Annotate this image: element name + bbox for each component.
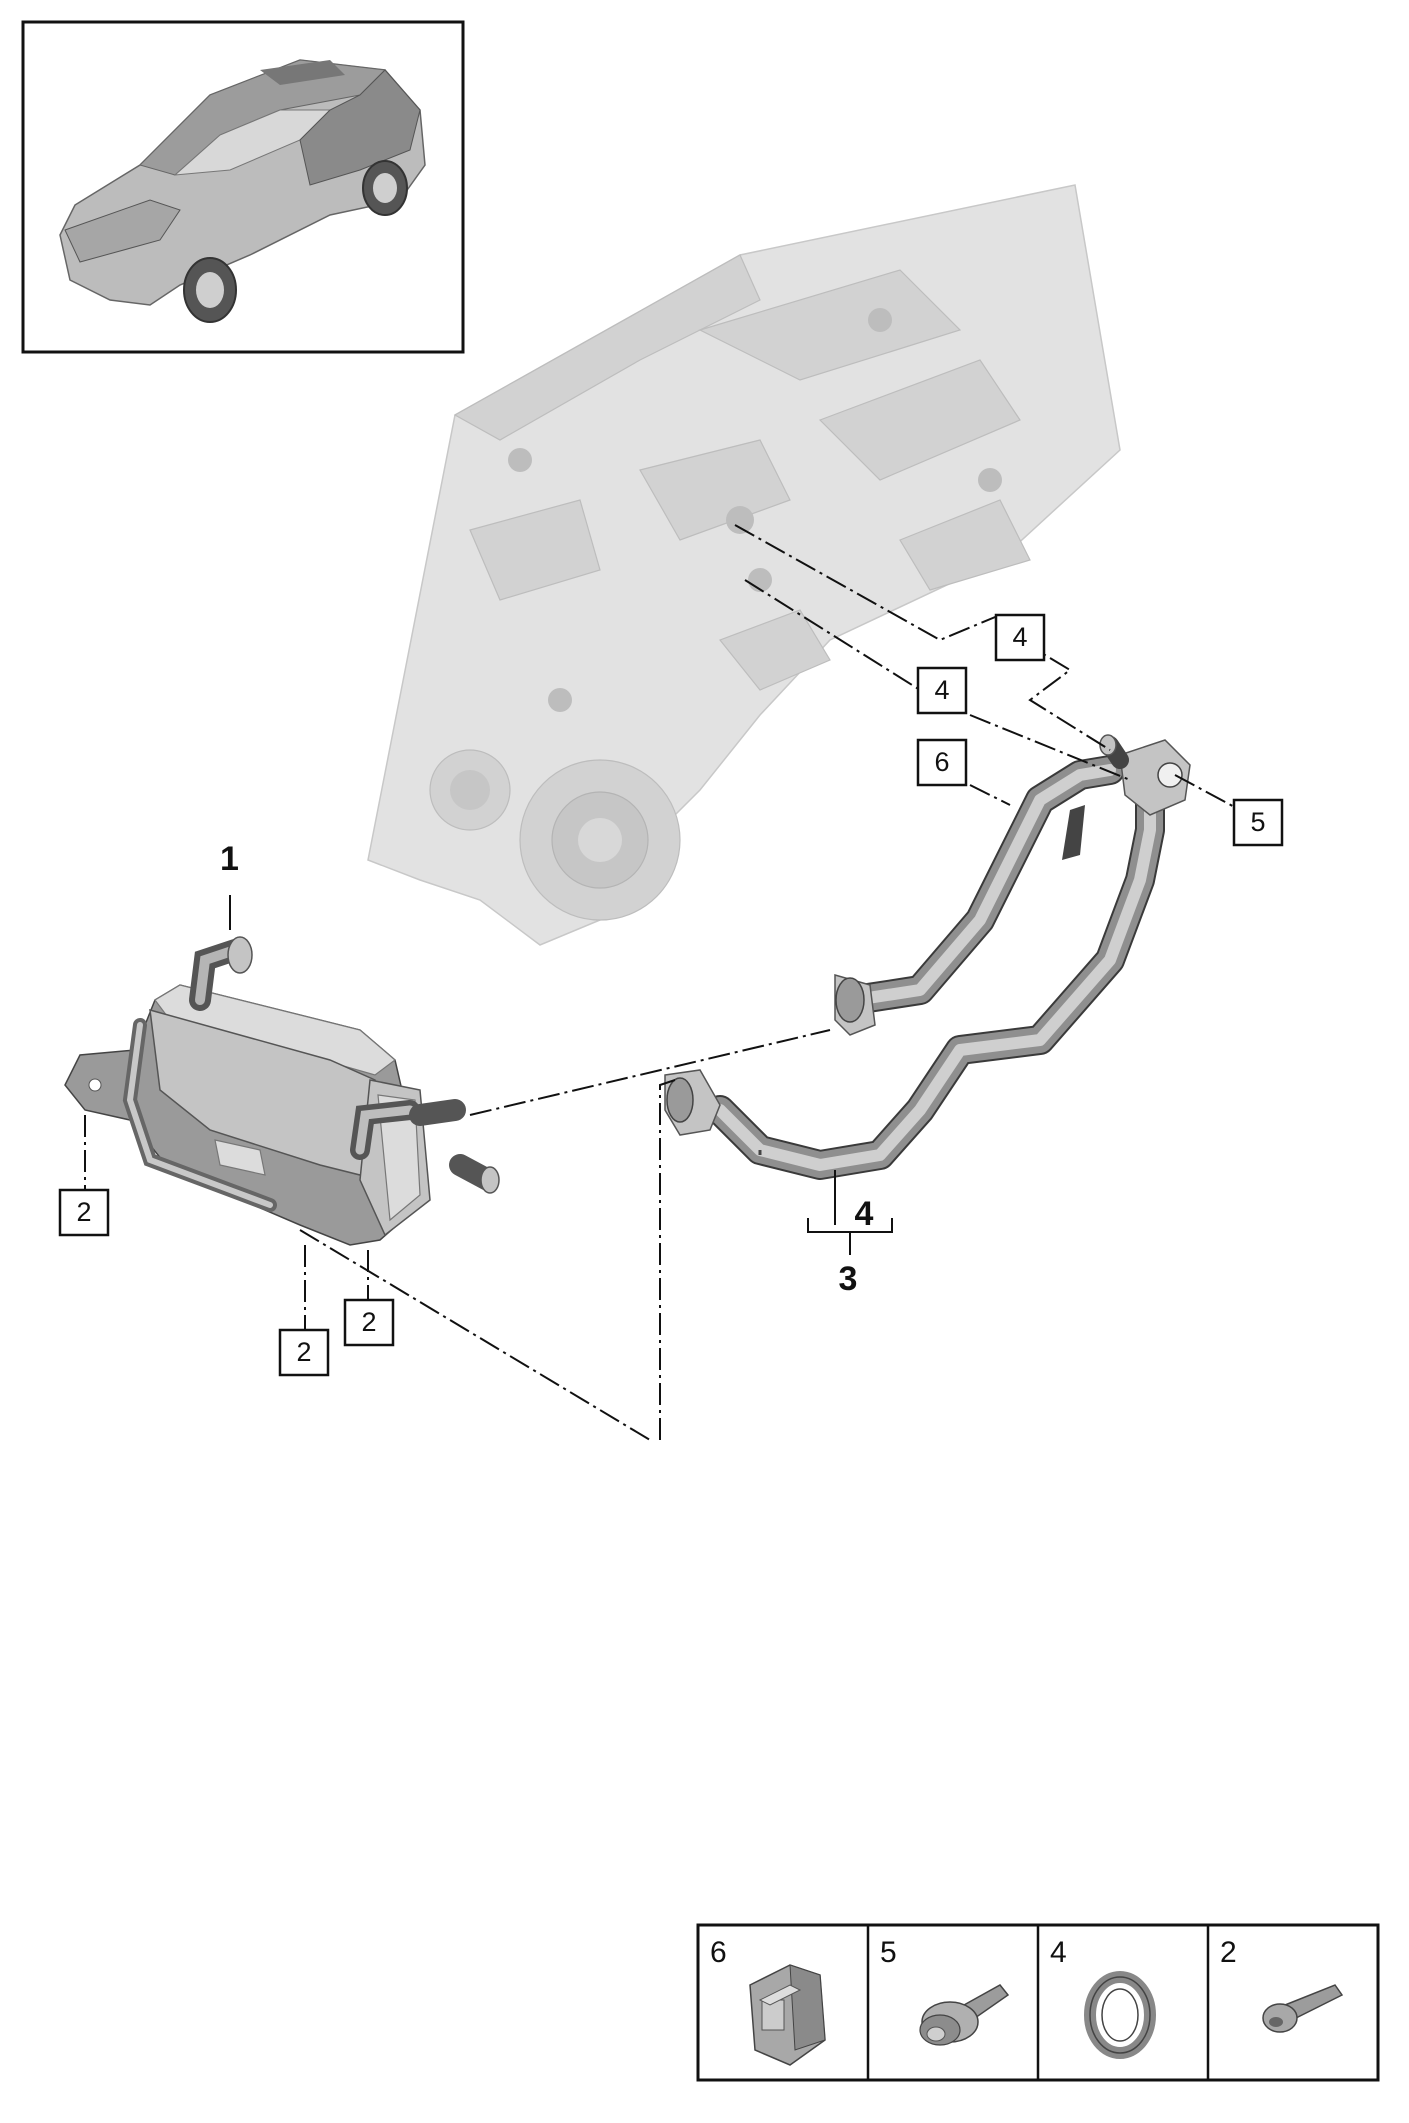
legend-cell-2-number: 2 xyxy=(1220,1936,1237,1969)
callout-2-bottom: 2 xyxy=(278,1328,330,1377)
callout-6: 6 xyxy=(916,738,968,787)
callout-5: 5 xyxy=(1232,798,1284,847)
callout-4-hose: 4 xyxy=(855,1195,874,1233)
callout-2-left: 2 xyxy=(58,1188,110,1237)
transmission-housing-ghost xyxy=(367,184,1121,946)
legend-cell-2: 2 xyxy=(1220,1936,1344,2033)
legend-cell-6-number: 6 xyxy=(710,1936,727,1969)
callout-3: 3 xyxy=(839,1260,858,1298)
legend-cell-4: 4 xyxy=(1050,1936,1156,2059)
callout-4-upper: 4 xyxy=(994,613,1046,662)
legend-cell-4-number: 4 xyxy=(1050,1936,1067,1969)
coolant-hose-assembly[interactable] xyxy=(664,734,1191,1180)
car-icon xyxy=(59,59,426,323)
callout-5-text: 5 xyxy=(1250,807,1265,837)
callout-3-text: 3 xyxy=(839,1260,858,1298)
callout-4-lower: 4 xyxy=(916,666,968,715)
clip-icon xyxy=(749,1964,826,2066)
callout-2-right: 2 xyxy=(343,1298,395,1347)
collar-bolt-icon xyxy=(919,1984,1010,2046)
callout-4-upper-text: 4 xyxy=(1012,622,1027,652)
callout-6-text: 6 xyxy=(934,747,949,777)
parts-legend: 6 5 4 2 xyxy=(696,1923,1380,2082)
callout-2-left-text: 2 xyxy=(76,1197,91,1227)
callout-1-text: 1 xyxy=(220,840,239,878)
callout-2-right-text: 2 xyxy=(361,1307,376,1337)
screw-icon xyxy=(1262,1984,1344,2033)
callout-2-bottom-text: 2 xyxy=(296,1337,311,1367)
vehicle-thumbnail xyxy=(21,20,465,354)
seal-ring-icon xyxy=(1084,1971,1156,2059)
callout-1: 1 xyxy=(220,840,239,878)
oil-cooler[interactable] xyxy=(64,936,500,1246)
callout-4-lower-text: 4 xyxy=(934,675,949,705)
legend-cell-5-number: 5 xyxy=(880,1936,897,1969)
legend-cell-6: 6 xyxy=(710,1936,826,2066)
callout-4-hose-text: 4 xyxy=(855,1195,874,1233)
legend-cell-5: 5 xyxy=(880,1936,1010,2046)
